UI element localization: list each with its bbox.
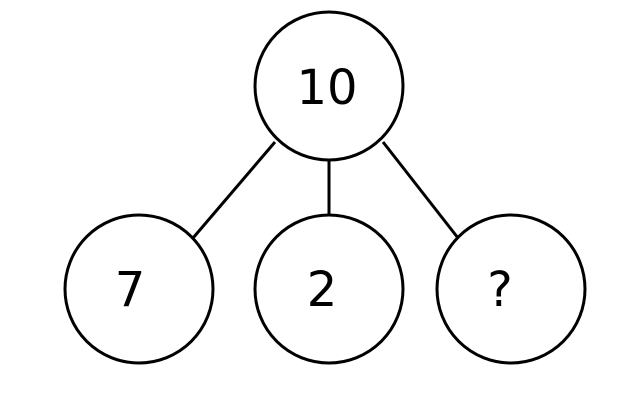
child-node-middle-label: 2 (307, 262, 338, 318)
child-node-right-label: ? (487, 262, 512, 318)
child-node-left-circle (63, 213, 215, 365)
root-node-label: 10 (296, 60, 357, 116)
child-node-middle-circle (253, 213, 405, 365)
child-node-left-label: 7 (115, 262, 146, 318)
edge-root-to-left (191, 141, 277, 239)
root-node-circle (253, 10, 405, 162)
child-node-right: ? (435, 213, 587, 365)
child-node-left: 7 (63, 213, 215, 365)
root-node: 10 (253, 10, 405, 162)
edge-root-to-right (381, 141, 460, 239)
child-node-middle: 2 (253, 213, 405, 365)
child-node-right-circle (435, 213, 587, 365)
